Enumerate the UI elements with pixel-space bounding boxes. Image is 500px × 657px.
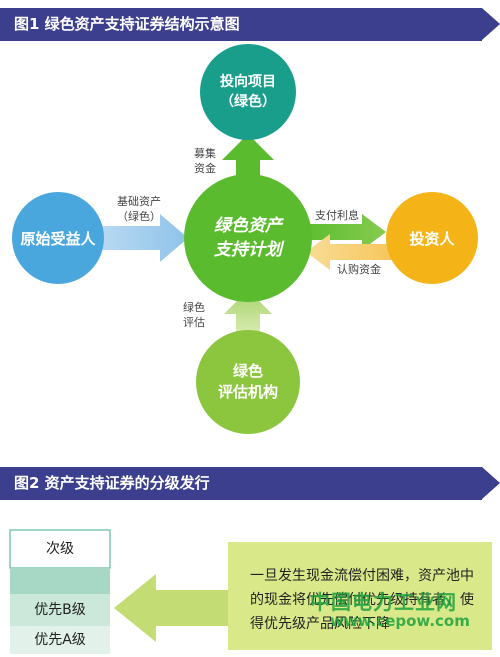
- tier-a-text: 优先A级: [34, 632, 86, 648]
- watermark-line1-text: 中国电力工业网: [310, 590, 457, 614]
- plan-label-line2: 支持计划: [214, 240, 282, 260]
- tier-b-text: 优先B级: [34, 602, 86, 618]
- originator-label: 原始受益人: [12, 223, 104, 253]
- tier-b-box: [10, 594, 110, 626]
- arrow-pay-interest: [300, 214, 386, 250]
- watermark-line2-text: www.cepow.com: [330, 612, 470, 630]
- project-label: 投向项目 （绿色）: [200, 62, 296, 122]
- pay-interest-label-text: 支付利息: [315, 209, 359, 222]
- subscribe-label: 认购资金: [328, 262, 390, 277]
- figure1-title: 图1 绿色资产支持证券结构示意图: [14, 15, 240, 33]
- tier-explanation-callout: 一旦发生现金流偿付困难，资产池中的现金将优先偿付优先级持有者，使得优先级产品风险…: [228, 542, 492, 650]
- figure2-title-banner: 图2 资产支持证券的分级发行: [0, 467, 500, 500]
- callout-arrow: [114, 574, 228, 642]
- investor-label: 投资人: [386, 223, 478, 253]
- watermark-line1: 中国电力工业网: [310, 586, 457, 615]
- arrow-green-eval: [224, 290, 272, 344]
- plan-label-line1: 绿色资产: [214, 216, 282, 236]
- tier-a-box: [10, 626, 110, 654]
- agency-label-line1: 绿色: [232, 362, 263, 380]
- investor-label-text: 投资人: [409, 229, 455, 248]
- fundraise-label-line2: 资金: [194, 162, 216, 175]
- basic-assets-label-line2: （绿色）: [117, 210, 161, 223]
- fundraise-label-line1: 募集: [194, 147, 216, 160]
- project-label-line1: 投向项目: [220, 74, 276, 90]
- originator-label-text: 原始受益人: [20, 229, 96, 248]
- green-eval-label-line2: 评估: [183, 316, 205, 329]
- tier-b-label: 优先B级: [10, 594, 110, 626]
- originator-node: [12, 192, 104, 284]
- project-label-line2: （绿色）: [220, 94, 276, 110]
- callout-text: 一旦发生现金流偿付困难，资产池中的现金将优先偿付优先级持有者，使得优先级产品风险…: [250, 568, 474, 632]
- project-node: [200, 44, 296, 140]
- subscribe-label-text: 认购资金: [337, 263, 381, 276]
- pay-interest-label: 支付利息: [306, 208, 368, 223]
- plan-label: 绿色资产 支持计划: [190, 208, 306, 268]
- tier-mezz-box: [10, 568, 110, 594]
- investor-node: [386, 192, 478, 284]
- agency-label-line2: 评估机构: [217, 383, 278, 401]
- agency-label: 绿色 评估机构: [196, 352, 300, 412]
- figure1-title-banner: 图1 绿色资产支持证券结构示意图: [0, 8, 500, 41]
- tier-sub-text: 次级: [46, 541, 74, 557]
- figure2-title: 图2 资产支持证券的分级发行: [14, 474, 210, 492]
- arrow-fundraise: [222, 134, 274, 200]
- watermark-line2: www.cepow.com: [330, 612, 470, 630]
- tier-a-label: 优先A级: [10, 626, 110, 654]
- plan-node: [184, 174, 312, 302]
- green-eval-label-line1: 绿色: [183, 301, 205, 314]
- tier-sub-label: 次级: [10, 530, 110, 568]
- basic-assets-label: 基础资产 （绿色）: [104, 194, 174, 224]
- basic-assets-label-line1: 基础资产: [117, 195, 161, 208]
- arrow-subscribe: [306, 234, 394, 270]
- tier-sub-box: [9, 529, 111, 569]
- fundraise-label: 募集 资金: [192, 146, 218, 176]
- green-eval-label: 绿色 评估: [180, 300, 208, 330]
- arrow-basic-assets: [100, 214, 188, 262]
- agency-node: [196, 330, 300, 434]
